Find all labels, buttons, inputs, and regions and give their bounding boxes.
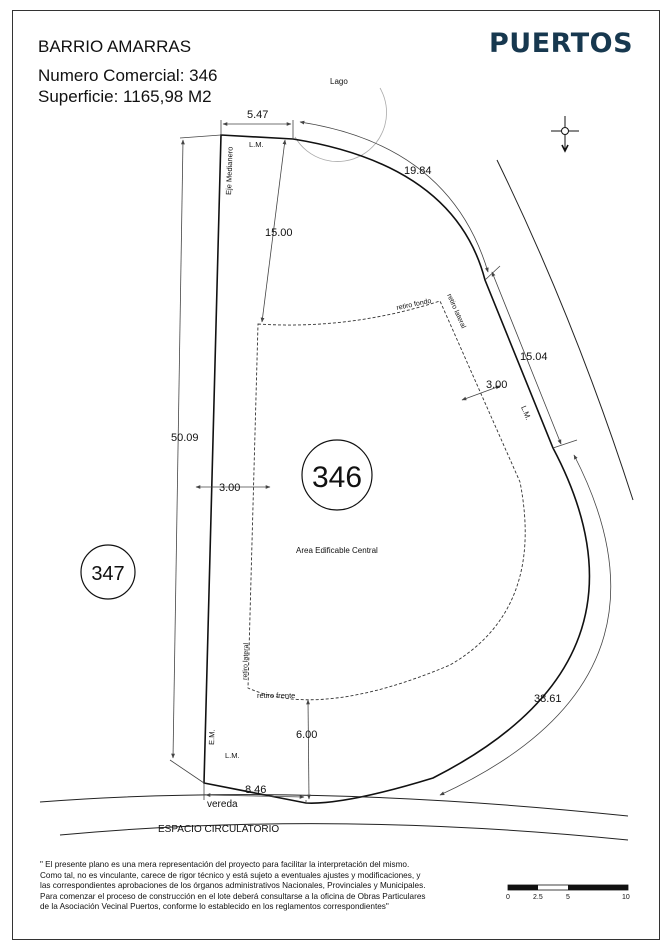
neighbor-badge-circle bbox=[80, 544, 136, 600]
dim-line-arc-upper bbox=[299, 120, 489, 273]
street-edge-right bbox=[496, 159, 634, 501]
dim-line-left-side bbox=[171, 139, 185, 759]
puertos-logo: PUERTOS bbox=[489, 28, 634, 59]
dim-left-setback: 3.00 bbox=[219, 482, 240, 494]
retiro-fondo-label: retiro fondo bbox=[396, 298, 432, 312]
barrio-title: BARRIO AMARRAS bbox=[38, 37, 192, 56]
buildable-area-outline bbox=[247, 300, 526, 701]
scale-tick-10: 10 bbox=[622, 894, 630, 901]
retiro-lateral-left-label: retiro lateral bbox=[242, 642, 250, 680]
dim-top-width: 5.47 bbox=[247, 109, 268, 121]
lm-top-label: L.M. bbox=[249, 140, 264, 149]
scale-tick-0: 0 bbox=[506, 894, 510, 901]
buildable-area-label: Area Edificable Central bbox=[296, 546, 378, 555]
disclaimer-line: de la Asociación Vecinal Puertos, confor… bbox=[40, 902, 389, 912]
disclaimer-line: " El presente plano es una mera represen… bbox=[40, 860, 410, 869]
scale-bar: 0 2.5 5 10 bbox=[506, 884, 630, 901]
compass-icon bbox=[551, 116, 579, 153]
dim-line-right-setback bbox=[461, 385, 501, 401]
dim-right-setback: 3.00 bbox=[486, 379, 507, 391]
sidewalk-curve bbox=[39, 794, 629, 817]
page-border bbox=[12, 10, 660, 940]
espacio-circulatorio-label: ESPACIO CIRCULATORIO bbox=[158, 824, 279, 835]
vereda-label: vereda bbox=[207, 799, 238, 810]
neighbor-badge: 347 bbox=[91, 563, 124, 585]
disclaimer-line: Como tal, no es vinculante, carece de ri… bbox=[40, 870, 421, 880]
dim-line-back-setback bbox=[260, 139, 287, 323]
lm-bottom-label: L.M. bbox=[225, 751, 240, 760]
lot-badge: 346 bbox=[312, 461, 362, 494]
dim-left-side: 50.09 bbox=[171, 432, 199, 444]
disclaimer: " El presente plano es una mera represen… bbox=[40, 860, 470, 913]
circulation-curve bbox=[59, 823, 629, 841]
dim-arc-upper: 19.84 bbox=[404, 165, 432, 177]
lm-right-label: L.M. bbox=[519, 404, 533, 421]
lot-area: Superficie: 1165,98 M2 bbox=[38, 87, 212, 106]
dim-line-front-setback bbox=[306, 699, 311, 800]
dim-front-setback: 6.00 bbox=[296, 729, 317, 741]
scale-tick-2-5: 2.5 bbox=[533, 894, 543, 901]
lot-badge-circle bbox=[301, 439, 373, 511]
disclaimer-line: Para comenzar el proceso de construcción… bbox=[40, 891, 426, 901]
lake-arc bbox=[294, 87, 387, 162]
lot-number: Numero Comercial: 346 bbox=[38, 66, 218, 85]
scale-tick-5: 5 bbox=[566, 894, 570, 901]
lake-label: Lago bbox=[330, 77, 348, 86]
dim-arc-lower: 38.61 bbox=[534, 693, 562, 705]
em-label: E.M. bbox=[207, 729, 217, 745]
dim-bottom-width: 8.46 bbox=[245, 784, 266, 796]
dim-right-segment: 15.04 bbox=[520, 351, 548, 363]
dim-line-right-segment bbox=[491, 271, 562, 445]
dim-back-setback: 15.00 bbox=[265, 227, 293, 239]
disclaimer-line: las correspondientes aprobaciones de los… bbox=[40, 881, 426, 891]
retiro-frente-label: retiro frente bbox=[257, 691, 295, 700]
dim-line-bottom-width bbox=[205, 793, 305, 799]
dim-line-arc-lower bbox=[439, 454, 612, 796]
eje-medianero-label: Eje Medianero bbox=[224, 146, 235, 195]
retiro-lateral-right-label: retiro lateral bbox=[445, 293, 467, 330]
